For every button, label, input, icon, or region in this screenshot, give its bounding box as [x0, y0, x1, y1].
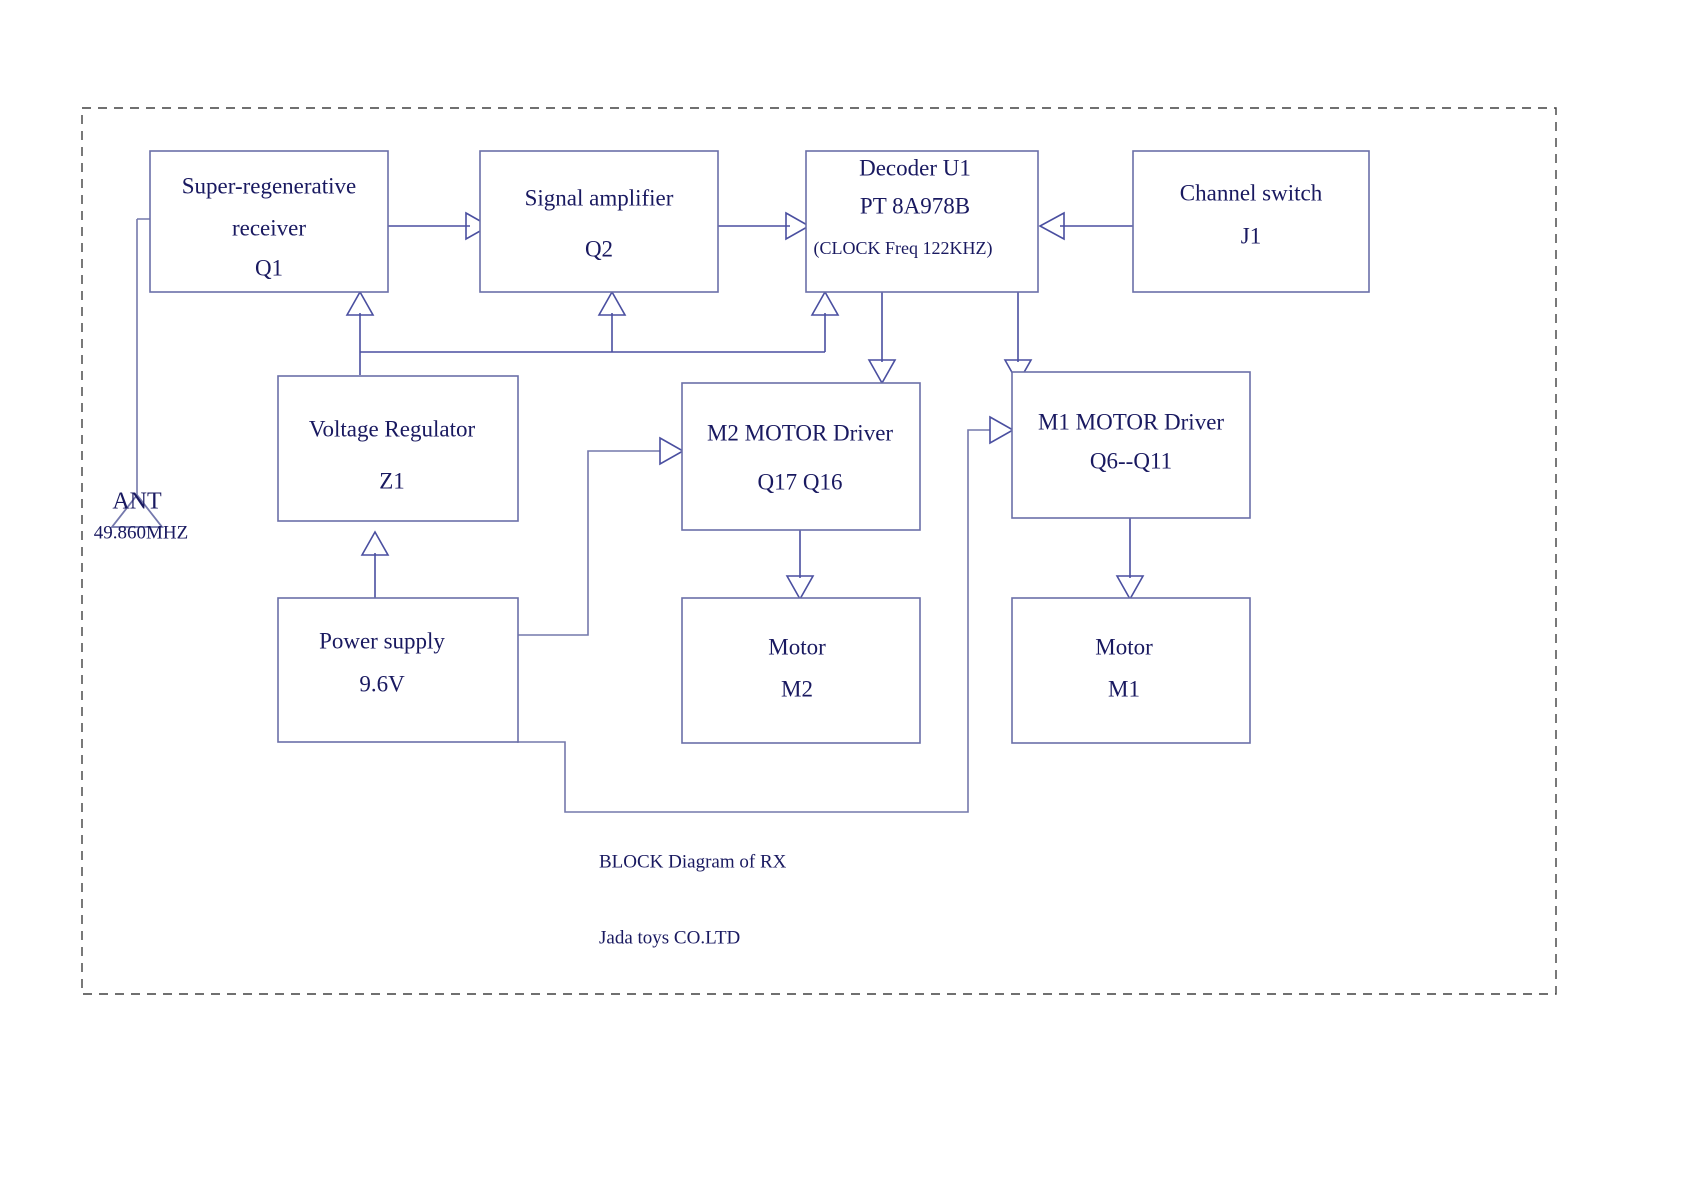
arrow-supply-to-m2-driver: [659, 436, 685, 466]
block-signal-amplifier[interactable]: Signal amplifier Q2: [479, 150, 719, 293]
block-signal-amplifier-line1: Signal amplifier: [525, 185, 674, 210]
block-motor-m2[interactable]: Motor M2: [681, 597, 921, 744]
block-receiver[interactable]: Super-regenerative receiver Q1: [149, 150, 389, 293]
diagram-dashed-border: [81, 107, 1557, 995]
arrow-bus-to-receiver: [345, 290, 375, 316]
block-voltage-regulator[interactable]: Voltage Regulator Z1: [277, 375, 519, 522]
block-motor-m1-line2: M1: [1108, 676, 1140, 701]
block-signal-amplifier-line2: Q2: [585, 236, 613, 261]
arrow-amplifier-to-decoder: [785, 211, 811, 241]
antenna-label: ANT: [112, 489, 162, 515]
block-channel-switch-line2: J1: [1241, 223, 1261, 248]
block-motor-m2-line2: M2: [781, 676, 813, 701]
block-m2-motor-driver-line1: M2 MOTOR Driver: [707, 420, 893, 445]
block-voltage-regulator-line2: Z1: [379, 468, 405, 493]
block-receiver-line3: Q1: [255, 255, 283, 280]
block-channel-switch[interactable]: Channel switch J1: [1132, 150, 1370, 293]
arrow-m1-driver-to-motor: [1115, 575, 1145, 601]
arrow-switch-to-decoder: [1038, 211, 1065, 241]
block-power-supply-line1: Power supply: [319, 628, 445, 653]
block-m2-motor-driver[interactable]: M2 MOTOR Driver Q17 Q16: [681, 382, 921, 531]
block-motor-m1-line1: Motor: [1095, 634, 1153, 659]
block-m1-motor-driver-line2: Q6--Q11: [1090, 448, 1172, 473]
arrow-bus-to-amplifier: [597, 290, 627, 316]
block-m2-motor-driver-line2: Q17 Q16: [758, 469, 843, 494]
block-decoder-line3: (CLOCK Freq 122KHZ): [814, 238, 993, 259]
caption-title: BLOCK Diagram of RX: [599, 851, 787, 872]
wire-supply-to-m2-driver: [517, 450, 660, 636]
block-receiver-line1: Super-regenerative: [182, 173, 357, 198]
block-decoder-line2: PT 8A978B: [860, 193, 970, 218]
block-motor-m2-line1: Motor: [768, 634, 826, 659]
block-decoder[interactable]: Decoder U1 PT 8A978B (CLOCK Freq 122KHZ): [805, 150, 1039, 293]
arrow-m2-driver-to-motor: [785, 575, 815, 601]
block-m1-motor-driver[interactable]: M1 MOTOR Driver Q6--Q11: [1011, 371, 1251, 519]
arrow-supply-to-m1-driver: [989, 415, 1015, 445]
antenna-triangle-icon: [110, 493, 164, 528]
arrow-supply-to-regulator: [360, 530, 390, 556]
wire-supply-to-m1-driver: [517, 429, 990, 813]
arrow-bus-to-decoder: [810, 290, 840, 316]
arrow-receiver-to-amplifier: [465, 211, 491, 241]
block-power-supply-line2: 9.6V: [359, 671, 405, 696]
block-decoder-line1: Decoder U1: [859, 155, 971, 180]
block-power-supply[interactable]: Power supply 9.6V: [277, 597, 519, 743]
block-receiver-line2: receiver: [232, 215, 306, 240]
block-voltage-regulator-line1: Voltage Regulator: [309, 416, 476, 441]
arrow-decoder-to-m2-driver: [867, 359, 897, 385]
antenna-frequency-label: 49.860MHZ: [94, 522, 188, 543]
caption-company: Jada toys CO.LTD: [599, 927, 740, 948]
block-motor-m1[interactable]: Motor M1: [1011, 597, 1251, 744]
block-m1-motor-driver-line1: M1 MOTOR Driver: [1038, 409, 1224, 434]
block-channel-switch-line1: Channel switch: [1180, 180, 1323, 205]
